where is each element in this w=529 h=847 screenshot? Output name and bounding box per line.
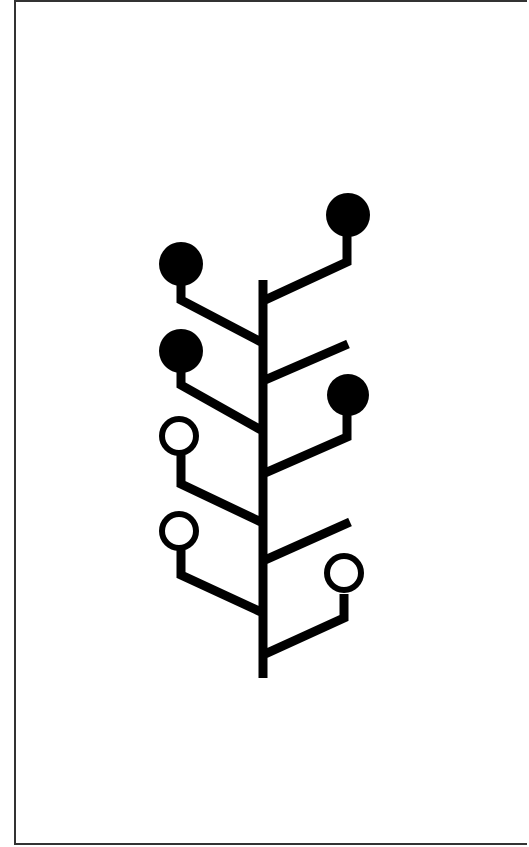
right-branch-2 [265,344,348,380]
filled-node-right-2 [327,374,369,416]
filled-node-left-2 [159,329,203,373]
right-branch-5 [265,594,344,654]
filled-node-left-1 [159,242,203,286]
right-branch-3 [265,412,347,473]
open-node-left-2 [162,514,196,548]
left-branch-4 [181,536,261,612]
left-branch-3 [181,440,261,522]
filled-node-right-1 [326,193,370,237]
right-branch-1 [265,236,347,300]
open-node-left-1 [162,419,196,453]
open-node-right-1 [327,556,361,590]
